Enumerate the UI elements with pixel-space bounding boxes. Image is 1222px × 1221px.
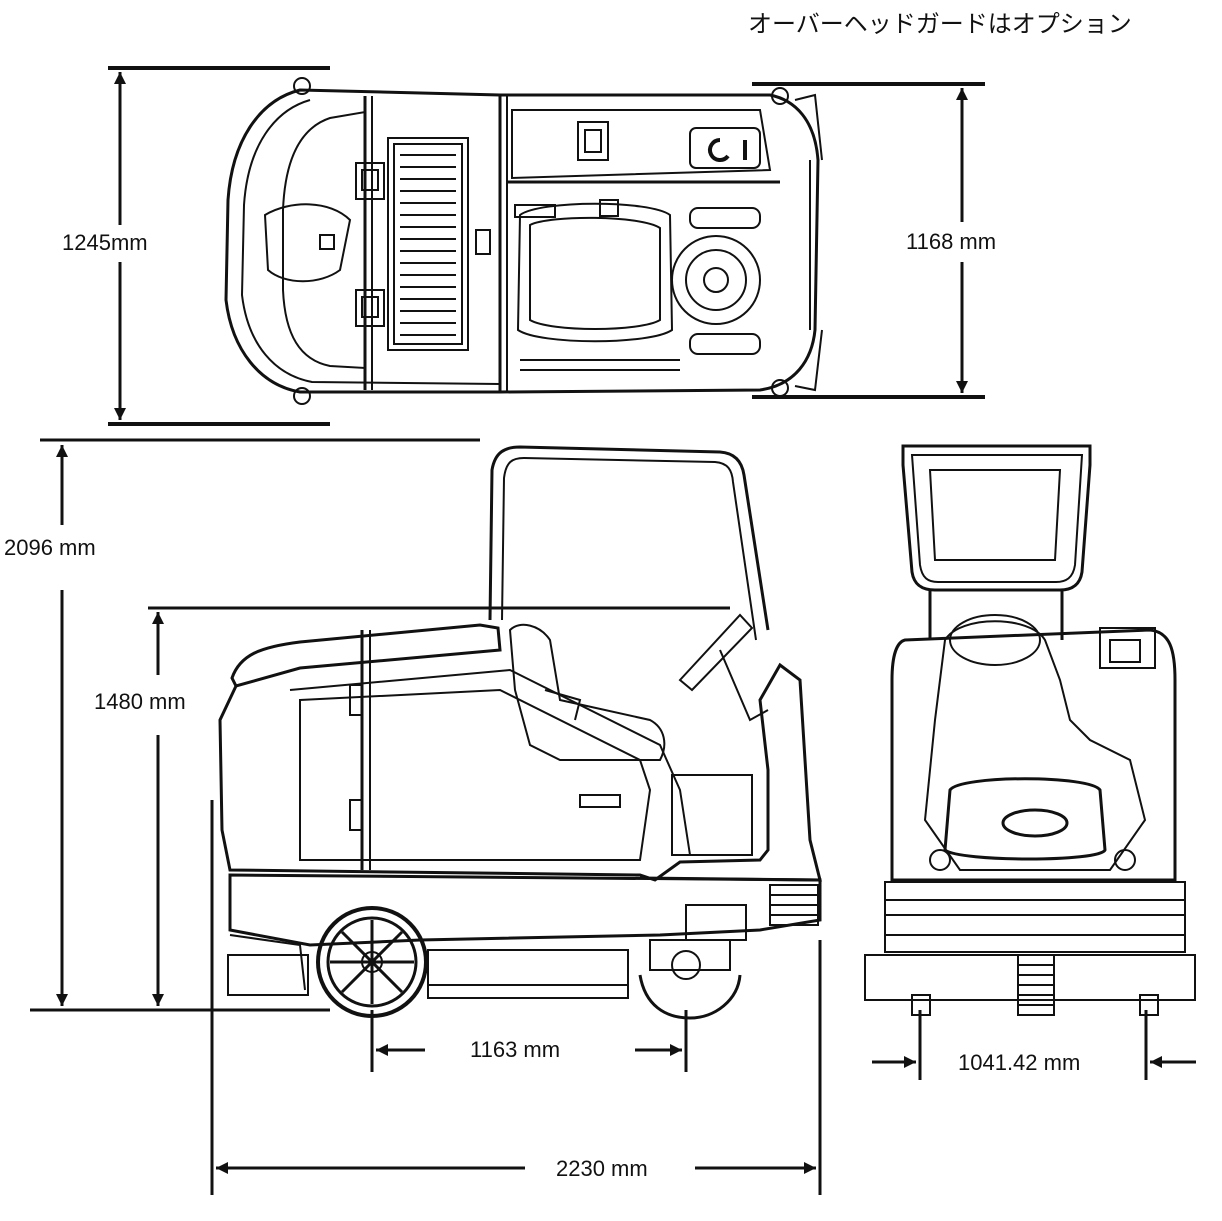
front-body bbox=[892, 630, 1175, 880]
front-dims bbox=[872, 1010, 1196, 1080]
side-dims bbox=[30, 440, 820, 1195]
top-view-body-outline bbox=[226, 90, 818, 392]
front-wheel bbox=[640, 975, 740, 1018]
front-wheel-treads bbox=[1018, 965, 1054, 1005]
wheel-spokes bbox=[330, 920, 414, 1004]
dim-label-track-width: 1041.42 mm bbox=[958, 1050, 1081, 1076]
overhead-guard bbox=[490, 447, 768, 630]
top-view bbox=[226, 78, 822, 404]
dim-label-wheelbase: 1163 mm bbox=[470, 1037, 561, 1063]
side-body bbox=[220, 665, 820, 880]
optional-guard-note: オーバーヘッドガードはオプション bbox=[748, 10, 1132, 38]
dim-label-overall-length: 2230 mm bbox=[556, 1156, 648, 1182]
lid-ribs bbox=[400, 155, 456, 335]
dim-label-top-right-height: 1168 mm bbox=[906, 229, 997, 255]
side-view bbox=[220, 447, 820, 1018]
front-view bbox=[865, 446, 1195, 1015]
dim-label-top-left-height: 1245mm bbox=[62, 230, 148, 256]
dim-label-body-height: 1480 mm bbox=[94, 689, 186, 715]
dim-label-overall-height: 2096 mm bbox=[4, 535, 96, 561]
front-overhead-guard bbox=[903, 446, 1090, 590]
top-dims bbox=[108, 68, 985, 424]
